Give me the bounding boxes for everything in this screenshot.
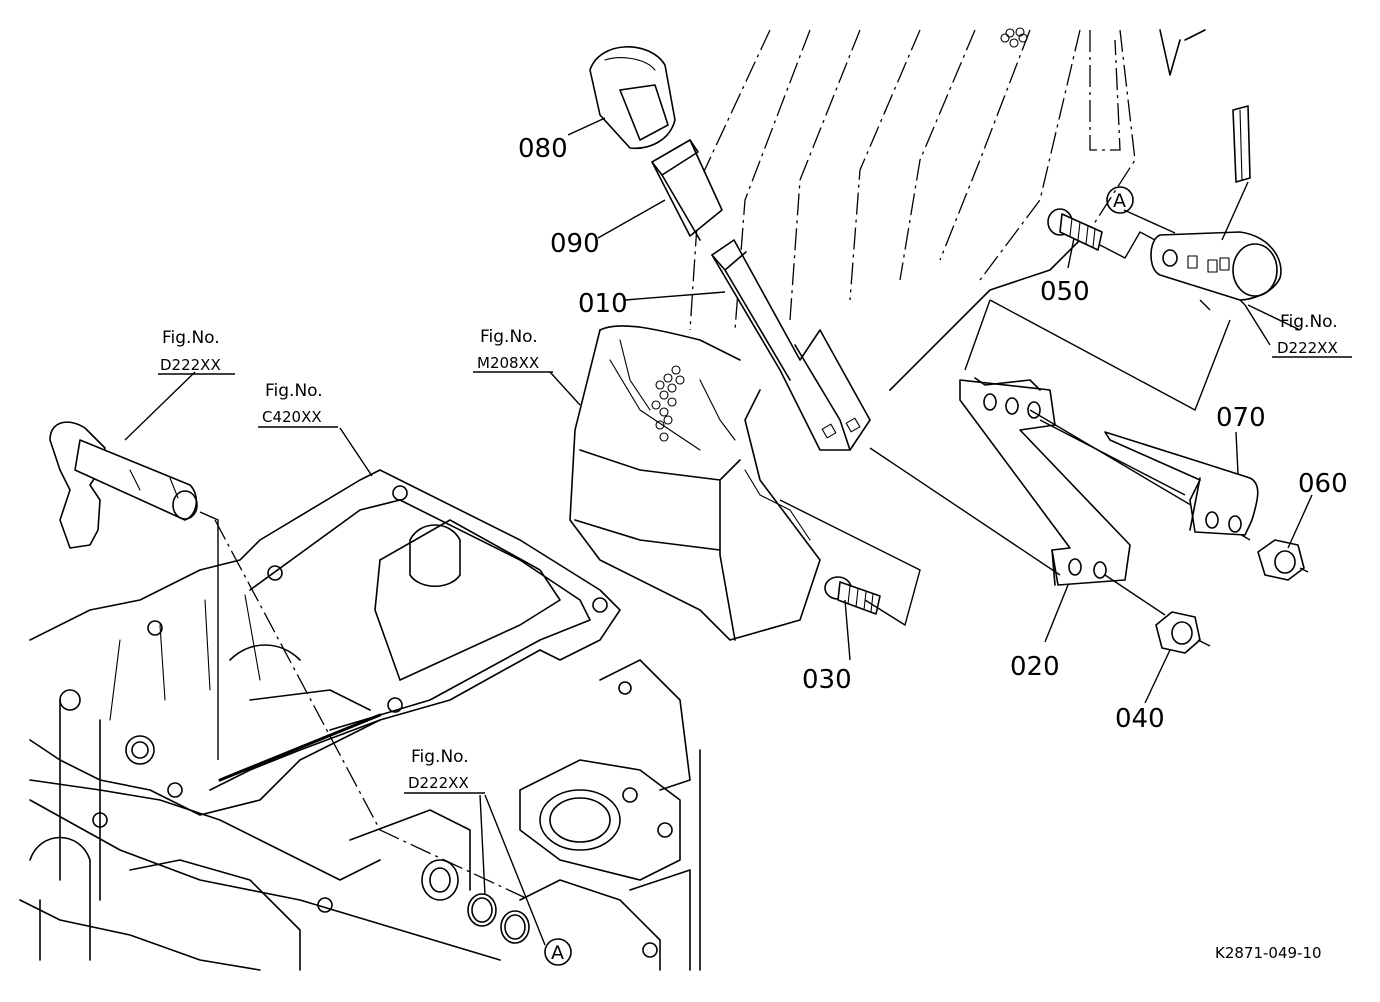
- seat-cover-m208: [569, 325, 821, 641]
- o-rings: [467, 893, 530, 944]
- figref-bottom-d222: Fig.No. D222XX: [404, 747, 485, 794]
- figref-right-title: Fig.No.: [1280, 312, 1338, 332]
- label-090: 090: [550, 229, 600, 259]
- pivot-collar: [1150, 105, 1282, 301]
- transmission-case: [19, 469, 701, 971]
- figref-left-title: Fig.No.: [162, 328, 220, 348]
- fender-honeycomb: [1000, 27, 1028, 48]
- bracket-020: [959, 377, 1131, 586]
- figref-m208: Fig.No. M208XX: [473, 327, 553, 373]
- label-040: 040: [1115, 704, 1165, 734]
- callout-a-bottom: A: [544, 938, 572, 966]
- figref-c420-code: C420XX: [262, 408, 322, 426]
- sleeve-090: [651, 139, 723, 241]
- figref-c420-title: Fig.No.: [265, 381, 323, 401]
- bolt-050: [1047, 208, 1103, 251]
- leader-lines: [124, 117, 1313, 946]
- nut-040: [1155, 611, 1211, 654]
- bolt-030: [824, 576, 881, 615]
- figref-m208-code: M208XX: [477, 354, 539, 372]
- shaft-left: [49, 421, 219, 760]
- label-080: 080: [518, 134, 568, 164]
- seat-honeycomb: [651, 365, 685, 442]
- knob-grip-080: [589, 46, 676, 149]
- plate-070: [1104, 431, 1259, 536]
- drawing-code: K2871-049-10: [1215, 944, 1322, 962]
- figref-bottom-title: Fig.No.: [411, 747, 469, 767]
- label-020: 020: [1010, 652, 1060, 682]
- callout-a-top-letter: A: [1113, 190, 1126, 212]
- figref-bottom-code: D222XX: [408, 774, 469, 792]
- fender-panel: [689, 27, 1206, 391]
- figref-m208-title: Fig.No.: [480, 327, 538, 347]
- label-050: 050: [1040, 277, 1090, 307]
- figref-right-d222: Fig.No. D222XX: [1272, 312, 1352, 358]
- lever-010: [711, 239, 871, 451]
- figref-right-code: D222XX: [1277, 339, 1338, 357]
- label-030: 030: [802, 665, 852, 695]
- figref-left-code: D222XX: [160, 356, 221, 374]
- figref-c420: Fig.No. C420XX: [258, 381, 338, 428]
- label-070: 070: [1216, 403, 1266, 433]
- figref-left-d222: Fig.No. D222XX: [158, 328, 235, 375]
- callout-a-bottom-letter: A: [551, 942, 564, 964]
- nut-060: [1257, 539, 1309, 581]
- label-060: 060: [1298, 469, 1348, 499]
- callout-a-top: A: [1106, 186, 1134, 214]
- label-010: 010: [578, 289, 628, 319]
